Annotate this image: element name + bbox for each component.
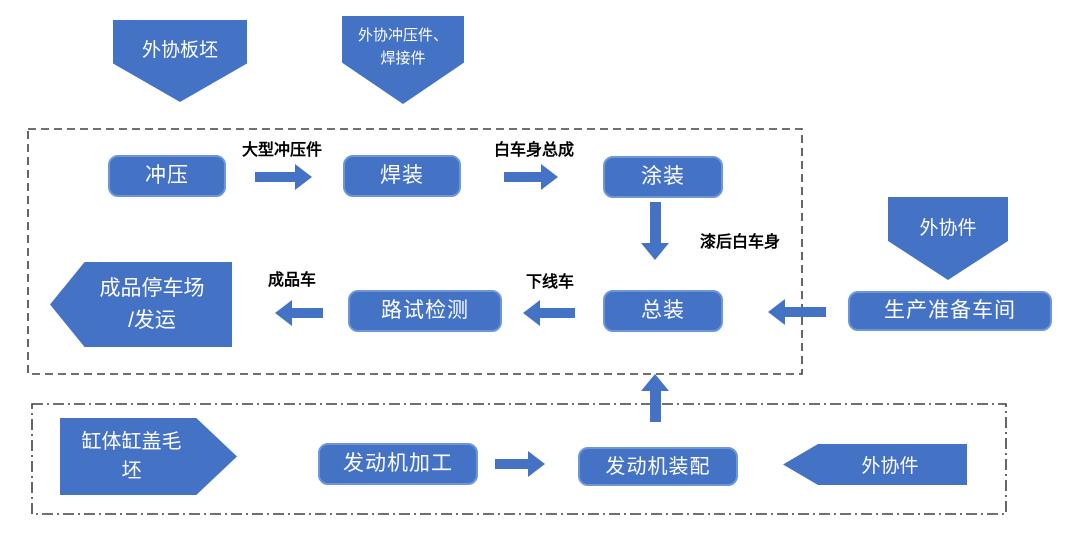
input-outsourced-parts-vehicle-label: 外协件 <box>919 218 977 239</box>
input-outsourced-parts-engine-label: 外协件 <box>861 456 919 477</box>
process-painting-label: 涂装 <box>641 165 685 189</box>
process-prep-workshop-label: 生产准备车间 <box>884 299 1016 323</box>
process-prep-workshop: 生产准备车间 <box>848 291 1052 331</box>
vehicle-plant-boundary <box>27 128 803 375</box>
process-welding-label: 焊装 <box>380 164 424 188</box>
input-stamping-welding-parts-label: 外协冲压件、 焊接件 <box>357 27 448 67</box>
input-stamping-welding-parts: 外协冲压件、 焊接件 <box>342 16 464 104</box>
flow-label-finished-vehicle: 成品车 <box>267 272 316 289</box>
arrow-stamping-to-welding <box>255 163 312 190</box>
process-engine-machining: 发动机加工 <box>318 443 478 485</box>
process-final-assembly-label: 总装 <box>641 299 685 323</box>
engine-plant-boundary <box>31 403 1007 515</box>
output-parking-shipping: 成品停车场 /发运 <box>50 262 232 347</box>
input-plate-blank: 外协板坯 <box>113 20 247 102</box>
process-painting: 涂装 <box>603 156 723 198</box>
arrow-engine-to-assembly <box>641 374 669 422</box>
input-plate-blank-label: 外协板坯 <box>141 40 218 61</box>
process-road-test-label: 路试检测 <box>381 299 469 323</box>
flow-label-painted-biw: 漆后白车身 <box>699 234 780 251</box>
arrow-painting-to-assembly <box>641 202 669 260</box>
input-outsourced-parts-vehicle: 外协件 <box>888 197 1008 280</box>
arrow-assembly-to-roadtest <box>523 299 575 326</box>
process-stamping: 冲压 <box>108 155 226 197</box>
flow-label-large-stampings: 大型冲压件 <box>241 142 322 159</box>
arrow-machining-to-engine-assembly <box>495 450 545 477</box>
process-stamping-label: 冲压 <box>145 164 189 188</box>
arrow-prep-to-assembly <box>768 297 826 326</box>
arrow-welding-to-painting <box>504 163 558 190</box>
arrow-roadtest-to-parking <box>275 300 323 326</box>
flow-label-biw-assembly: 白车身总成 <box>493 142 574 159</box>
process-engine-machining-label: 发动机加工 <box>343 452 453 476</box>
process-road-test: 路试检测 <box>348 290 502 332</box>
flow-label-offline-vehicle: 下线车 <box>525 274 574 291</box>
process-final-assembly: 总装 <box>603 290 723 332</box>
input-cylinder-block-head-blank-label: 缸体缸盖毛 坯 <box>81 430 182 482</box>
input-cylinder-block-head-blank: 缸体缸盖毛 坯 <box>60 418 237 495</box>
process-engine-assembly-label: 发动机装配 <box>605 455 711 478</box>
process-welding: 焊装 <box>343 155 461 197</box>
input-outsourced-parts-engine: 外协件 <box>783 444 967 485</box>
process-engine-assembly: 发动机装配 <box>578 447 738 486</box>
output-parking-shipping-label: 成品停车场 /发运 <box>99 277 205 332</box>
